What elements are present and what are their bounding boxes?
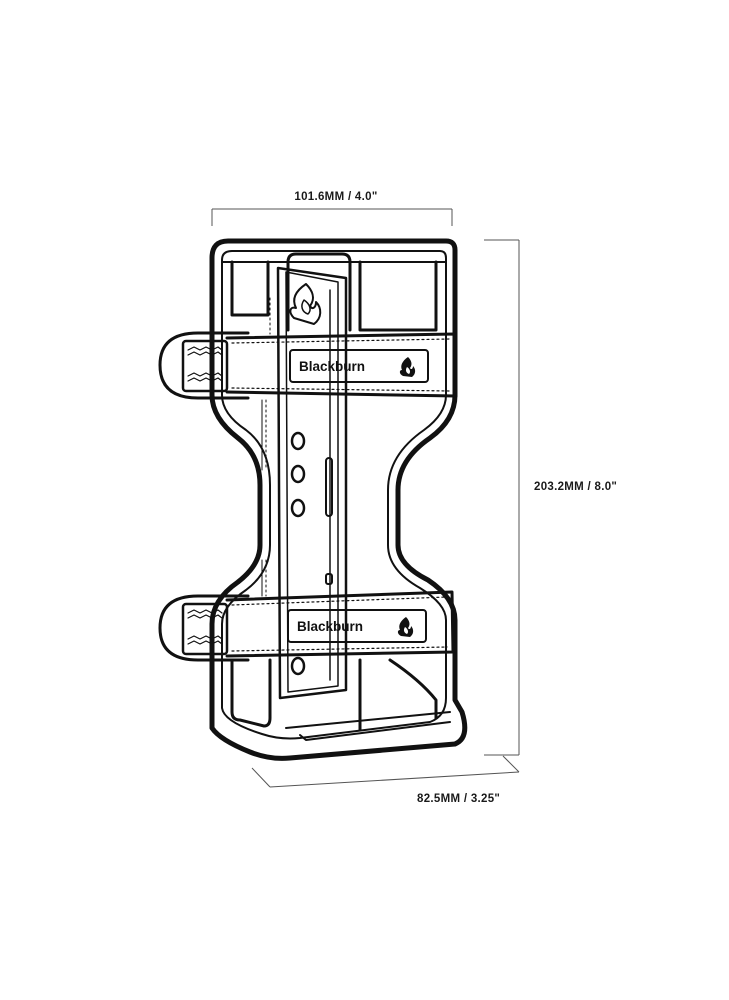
flame-logo-icon xyxy=(289,283,322,325)
mount-hole-3 xyxy=(290,498,306,518)
lower-strap-label-box xyxy=(287,609,427,643)
width-dimension-label: 101.6MM / 4.0" xyxy=(294,191,377,203)
upper-buckle xyxy=(181,339,229,393)
upper-strap-brand: Blackburn xyxy=(299,359,365,374)
lower-strap-brand: Blackburn xyxy=(297,619,363,634)
upper-strap-label-box xyxy=(289,349,429,383)
depth-dimension-label: 82.5MM / 3.25" xyxy=(417,793,500,805)
mounting-plate xyxy=(276,266,348,700)
upper-strap: Blackburn xyxy=(158,331,458,400)
lower-strap: Blackburn xyxy=(158,590,455,662)
lower-buckle xyxy=(181,602,229,656)
mount-hole-4 xyxy=(290,656,306,676)
height-dimension-label: 203.2MM / 8.0" xyxy=(534,481,617,493)
mount-hole-1 xyxy=(290,431,306,451)
mount-slot xyxy=(325,457,333,517)
width-dimension: 101.6MM / 4.0" xyxy=(211,191,453,226)
depth-dimension: 82.5MM / 3.25" xyxy=(251,755,520,805)
blackburn-flame-badge-icon xyxy=(399,357,416,377)
height-dimension: 203.2MM / 8.0" xyxy=(484,239,617,756)
cage-frame xyxy=(209,238,468,761)
mount-hole-2 xyxy=(290,464,306,484)
blackburn-flame-badge-icon xyxy=(397,617,414,637)
strap-texture xyxy=(261,297,271,597)
